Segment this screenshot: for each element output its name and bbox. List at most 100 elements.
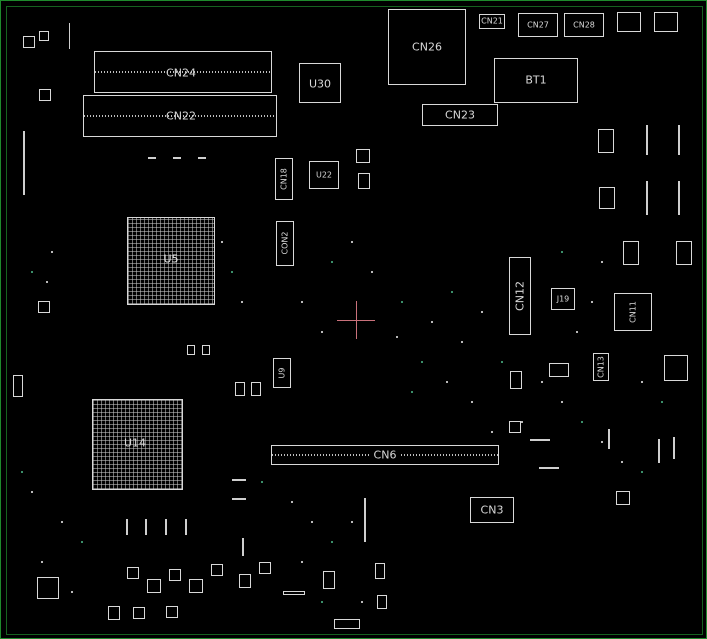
crosshair-vertical bbox=[356, 301, 357, 339]
connector-j19[interactable] bbox=[551, 288, 575, 310]
trace bbox=[678, 181, 680, 215]
connector-cn27[interactable] bbox=[518, 13, 558, 37]
via-dot bbox=[46, 281, 48, 283]
small-part bbox=[166, 606, 178, 618]
connector-cn18[interactable] bbox=[275, 158, 293, 200]
small-part bbox=[202, 345, 210, 355]
small-part bbox=[549, 363, 569, 377]
via-dot bbox=[491, 431, 493, 433]
small-part bbox=[676, 241, 692, 265]
via-dot bbox=[661, 401, 663, 403]
trace bbox=[145, 519, 147, 535]
connector-cn26[interactable] bbox=[388, 9, 466, 85]
label-cn28: CN28 bbox=[573, 20, 595, 30]
label-u30: U30 bbox=[308, 77, 332, 91]
connector-con2[interactable] bbox=[276, 221, 294, 266]
connector-cn23[interactable] bbox=[422, 104, 498, 126]
trace bbox=[673, 437, 675, 459]
connector-cn3[interactable] bbox=[470, 497, 514, 523]
small-part bbox=[251, 382, 261, 396]
label-cn21: CN21 bbox=[481, 16, 503, 26]
trace bbox=[23, 131, 25, 195]
small-chip-top-right-2[interactable] bbox=[654, 12, 678, 32]
via-dot bbox=[481, 311, 483, 313]
via-dot bbox=[446, 381, 448, 383]
trace bbox=[198, 157, 206, 159]
via-dot bbox=[51, 251, 53, 253]
small-part bbox=[39, 89, 51, 101]
small-part bbox=[283, 591, 305, 595]
via-dot bbox=[591, 301, 593, 303]
small-part bbox=[358, 173, 370, 189]
via-dot bbox=[581, 421, 583, 423]
via-dot bbox=[421, 361, 423, 363]
small-part bbox=[38, 301, 50, 313]
connector-cn11[interactable] bbox=[614, 293, 652, 331]
small-part bbox=[23, 36, 35, 48]
trace bbox=[126, 519, 128, 535]
connector-cn12[interactable] bbox=[509, 257, 531, 335]
via-dot bbox=[321, 331, 323, 333]
trace bbox=[658, 439, 660, 463]
via-dot bbox=[601, 261, 603, 263]
connector-cn13[interactable] bbox=[593, 353, 609, 381]
via-dot bbox=[301, 561, 303, 563]
chip-u22[interactable] bbox=[309, 161, 339, 189]
via-dot bbox=[461, 341, 463, 343]
via-dot bbox=[351, 521, 353, 523]
label-con2: CON2 bbox=[280, 231, 290, 255]
via-dot bbox=[331, 541, 333, 543]
small-part bbox=[375, 563, 385, 579]
trace bbox=[173, 157, 181, 159]
battery-bt1[interactable] bbox=[494, 58, 578, 103]
small-part bbox=[127, 567, 139, 579]
via-dot bbox=[61, 521, 63, 523]
small-part bbox=[616, 491, 630, 505]
small-part bbox=[39, 31, 49, 41]
via-dot bbox=[351, 241, 353, 243]
connector-cn22[interactable] bbox=[83, 95, 277, 137]
via-dot bbox=[311, 521, 313, 523]
small-part bbox=[664, 355, 688, 381]
label-cn13: CN13 bbox=[596, 356, 606, 378]
via-dot bbox=[21, 471, 23, 473]
connector-cn21[interactable] bbox=[479, 14, 505, 29]
trace bbox=[539, 467, 559, 469]
via-dot bbox=[81, 541, 83, 543]
trace bbox=[185, 519, 187, 535]
label-cn3: CN3 bbox=[480, 503, 504, 517]
small-part bbox=[133, 607, 145, 619]
small-part bbox=[37, 577, 59, 599]
label-cn11: CN11 bbox=[628, 301, 638, 323]
chip-u9[interactable] bbox=[273, 358, 291, 388]
trace bbox=[232, 498, 246, 500]
small-part bbox=[169, 569, 181, 581]
trace bbox=[242, 538, 244, 556]
via-dot bbox=[561, 251, 563, 253]
via-dot bbox=[221, 241, 223, 243]
label-cn26: CN26 bbox=[412, 40, 442, 54]
trace bbox=[646, 125, 648, 155]
label-u14: U14 bbox=[123, 436, 147, 450]
via-dot bbox=[501, 361, 503, 363]
label-u9: U9 bbox=[277, 367, 287, 379]
chip-u5-bga[interactable] bbox=[127, 217, 215, 305]
via-dot bbox=[451, 291, 453, 293]
label-j19: J19 bbox=[556, 294, 570, 304]
connector-cn28[interactable] bbox=[564, 13, 604, 37]
trace bbox=[232, 479, 246, 481]
via-dot bbox=[241, 301, 243, 303]
small-part bbox=[623, 241, 639, 265]
chip-u14-bga[interactable] bbox=[92, 399, 183, 490]
chip-u30[interactable] bbox=[299, 63, 341, 103]
via-dot bbox=[396, 336, 398, 338]
connector-cn24[interactable] bbox=[94, 51, 272, 93]
via-dot bbox=[261, 481, 263, 483]
via-dot bbox=[371, 271, 373, 273]
small-chip-top-right-1[interactable] bbox=[617, 12, 641, 32]
via-dot bbox=[576, 331, 578, 333]
via-dot bbox=[541, 381, 543, 383]
via-dot bbox=[601, 441, 603, 443]
trace bbox=[678, 125, 680, 155]
small-part bbox=[235, 382, 245, 396]
